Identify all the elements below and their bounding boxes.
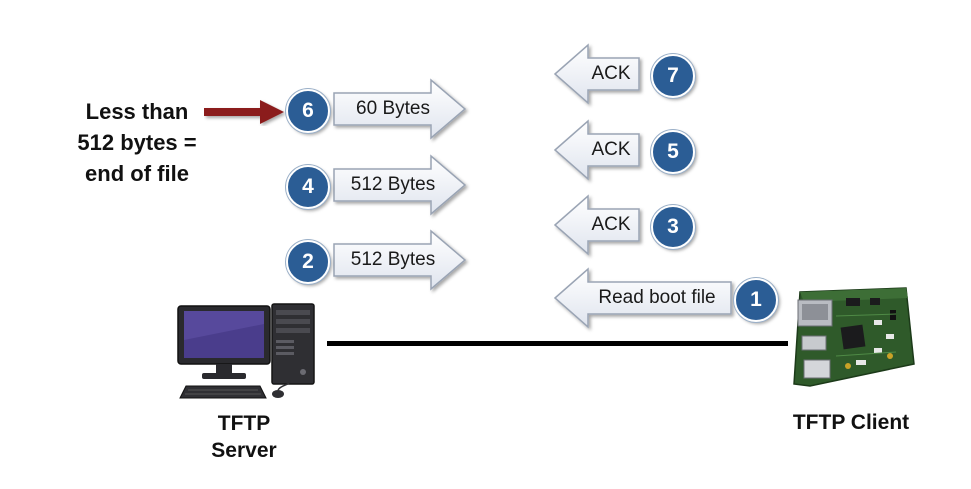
step-3-label: ACK: [591, 214, 631, 235]
step-1-badge: 1: [734, 278, 778, 322]
step-1-request-arrow: Read boot file: [553, 267, 732, 329]
right-arrow-icon: [333, 78, 467, 140]
step-2-label: 512 Bytes: [350, 249, 436, 270]
step-1-label: Read boot file: [598, 287, 716, 308]
client-label: TFTP Client: [792, 411, 910, 434]
step-7-ack-arrow: ACK: [553, 43, 640, 105]
step-7-label: ACK: [591, 63, 631, 84]
step-6-badge: 6: [286, 89, 330, 133]
client-board-icon: [793, 287, 915, 387]
note-pointer-arrow-icon: [204, 100, 284, 124]
server-label-line-2: Server: [211, 439, 277, 462]
step-3-ack-arrow: ACK: [553, 194, 640, 256]
note-line-2: 512 bytes =: [77, 130, 197, 155]
left-arrow-icon: [553, 267, 732, 329]
step-4-label: 512 Bytes: [350, 174, 436, 195]
step-4-data-arrow: 512 Bytes: [333, 154, 467, 216]
note-line-1: Less than: [85, 99, 189, 124]
step-7-badge: 7: [651, 54, 695, 98]
step-5-label: ACK: [591, 139, 631, 160]
step-2-data-arrow: 512 Bytes: [333, 229, 467, 291]
right-arrow-icon: [333, 154, 467, 216]
network-link-line: [327, 341, 788, 346]
left-arrow-icon: [553, 194, 640, 256]
left-arrow-icon: [553, 119, 640, 181]
step-5-badge: 5: [651, 130, 695, 174]
note-line-3: end of file: [85, 161, 189, 186]
step-6-label: 60 Bytes: [356, 98, 430, 119]
server-label-line-1: TFTP: [217, 412, 271, 435]
left-arrow-icon: [553, 43, 640, 105]
server-label: TFTP Server: [196, 410, 292, 464]
server-computer-icon: [177, 303, 315, 399]
step-5-ack-arrow: ACK: [553, 119, 640, 181]
step-6-data-arrow: 60 Bytes: [333, 78, 467, 140]
step-4-badge: 4: [286, 165, 330, 209]
right-arrow-icon: [333, 229, 467, 291]
end-of-file-note: Less than 512 bytes = end of file: [58, 96, 216, 189]
step-3-badge: 3: [651, 205, 695, 249]
step-2-badge: 2: [286, 240, 330, 284]
